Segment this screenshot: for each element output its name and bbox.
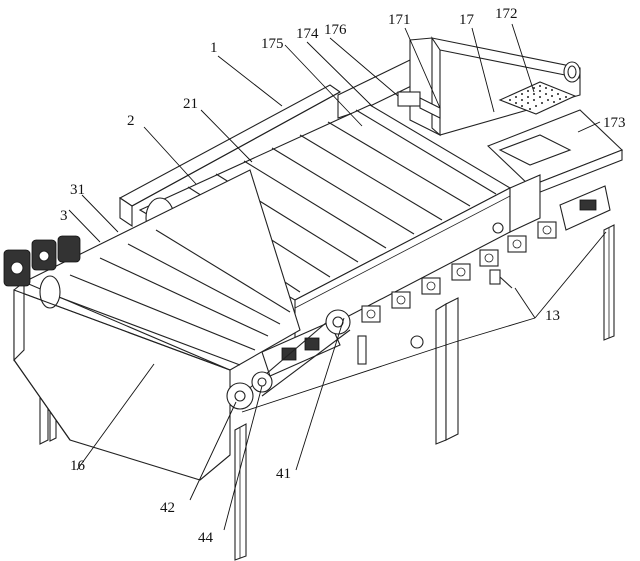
label-176: 176	[324, 22, 347, 38]
hopper-assembly	[337, 36, 624, 197]
reference-labels: 1 2 21 3 31 13 16 17 171 172 173 174 175…	[60, 6, 626, 546]
lower-conveyor	[3, 169, 301, 481]
chain-drive	[226, 269, 513, 410]
leader-lines	[68, 23, 607, 531]
label-174: 174	[296, 26, 319, 42]
label-31: 31	[70, 182, 85, 198]
label-3: 3	[60, 208, 68, 224]
label-21: 21	[183, 96, 198, 112]
lower-belt-slats	[39, 229, 291, 366]
label-171: 171	[388, 12, 411, 28]
label-16: 16	[70, 458, 86, 474]
frame-legs	[39, 224, 615, 561]
bearing-blocks	[361, 221, 557, 323]
label-173: 173	[603, 115, 626, 131]
label-41: 41	[276, 466, 291, 482]
label-175: 175	[261, 36, 284, 52]
label-172: 172	[495, 6, 518, 22]
perforated-screen	[509, 85, 567, 110]
label-1: 1	[210, 40, 218, 56]
label-17: 17	[459, 12, 475, 28]
label-42: 42	[160, 500, 175, 516]
drive-motors	[3, 235, 81, 287]
label-44: 44	[198, 530, 214, 546]
label-2: 2	[127, 113, 135, 129]
label-13: 13	[545, 308, 560, 324]
